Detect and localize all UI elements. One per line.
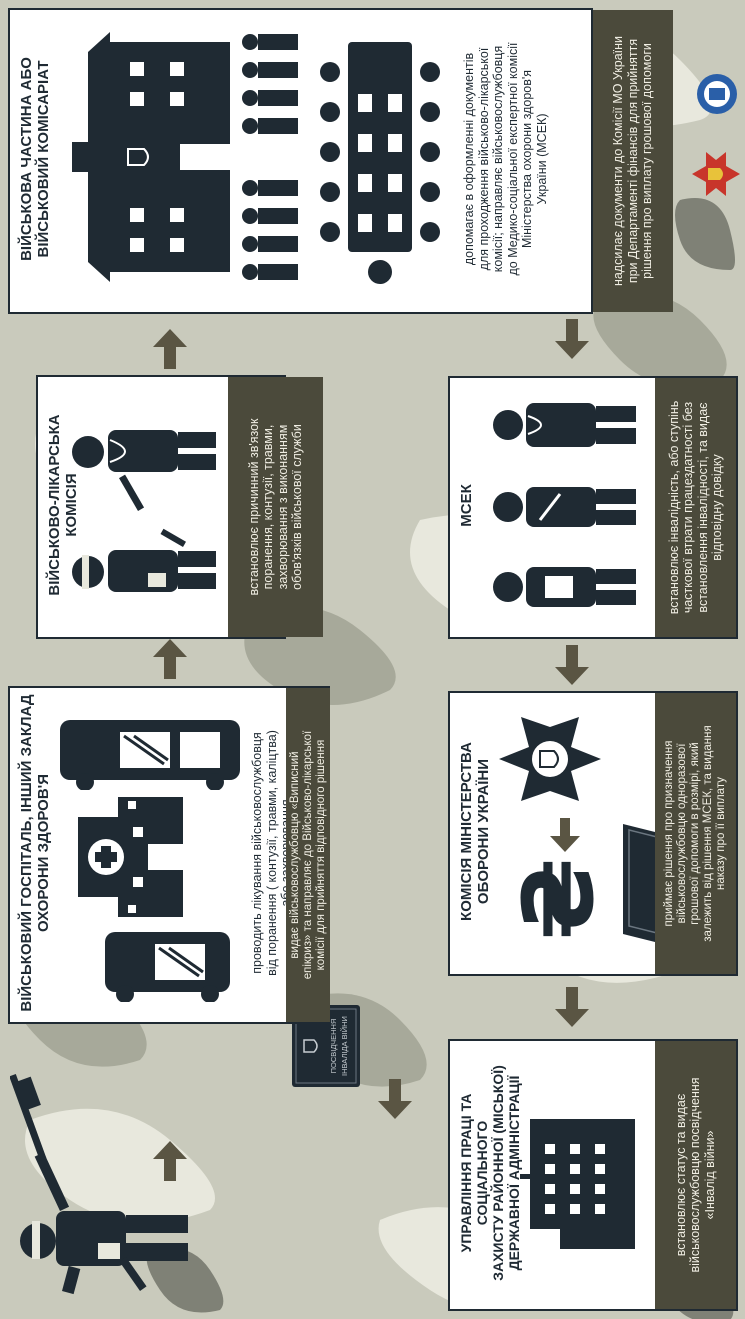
ambulance-icon xyxy=(50,710,250,790)
vlk-panel: встановлює причинний зв'язок поранення, … xyxy=(228,377,323,637)
social-title: УПРАВЛІННЯ ПРАЦІ ТА СОЦІАЛЬНОГО ЗАХИСТУ … xyxy=(458,1065,522,1281)
admin-building-icon xyxy=(520,1089,640,1259)
arrow-left-icon xyxy=(555,987,589,1027)
ambulance-icon xyxy=(95,922,245,1002)
arrow-left-icon xyxy=(550,818,580,852)
msek-panel: встановлює інвалідність, або ступінь час… xyxy=(655,378,736,637)
commissariat-title: ВІЙСЬКОВА ЧАСТИНА АБО ВІЙСЬКОВИЙ КОМІСАР… xyxy=(18,57,52,261)
soldiers-icon xyxy=(240,22,300,292)
commissariat-panel: надсилає документи до Комісії МО України… xyxy=(593,10,673,312)
arrow-left-icon xyxy=(555,319,589,359)
doctor-icon xyxy=(490,387,640,462)
mod-emblem-icon xyxy=(495,704,605,814)
hospital-panel: видає військовослужбовцю «Виписний епікр… xyxy=(286,688,330,1022)
hospital-icon xyxy=(58,792,188,922)
certificate-label-1: ПОСВІДЧЕННЯ xyxy=(329,1019,338,1074)
certificate-icon: ПОСВІДЧЕННЯ ІНВАЛІДА ВІЙНИ xyxy=(292,1005,360,1087)
hospital-title: ВІЙСЬКОВИЙ ГОСПІТАЛЬ, ІНШИЙ ЗАКЛАД ОХОРО… xyxy=(18,694,52,1012)
arrow-right-icon xyxy=(153,639,187,679)
arrow-left-icon xyxy=(378,1079,412,1119)
doctor-icon xyxy=(68,387,218,517)
ukrinform-logo xyxy=(695,64,739,124)
social-panel: встановлює статус та видає військовослуж… xyxy=(655,1041,736,1309)
wounded-soldier-icon xyxy=(10,1021,200,1311)
msek-title: МСЕК xyxy=(458,484,475,527)
arrow-right-icon xyxy=(153,329,187,369)
meeting-table-icon xyxy=(310,22,450,292)
commissariat-box: ВІЙСЬКОВА ЧАСТИНА АБО ВІЙСЬКОВИЙ КОМІСАР… xyxy=(8,8,593,314)
hryvnia-icon: ₴ xyxy=(500,854,610,944)
currency-symbol: ₴ xyxy=(503,858,610,941)
building-icon xyxy=(70,22,240,292)
ministry-title: КОМІСІЯ МІНІСТЕРСТВА ОБОРОНИ УКРАЇНИ xyxy=(458,742,492,921)
arrow-right-icon xyxy=(153,1141,187,1181)
commissariat-note: допомагає в оформленні документів для пр… xyxy=(462,42,549,276)
patient-icon xyxy=(490,472,640,542)
certificate-label-2: ІНВАЛІДА ВІЙНИ xyxy=(340,1016,349,1076)
bandaged-soldier-icon xyxy=(68,517,218,627)
ministry-box: КОМІСІЯ МІНІСТЕРСТВА ОБОРОНИ УКРАЇНИ ₴ xyxy=(448,691,738,976)
arrow-left-icon xyxy=(555,645,589,685)
vlk-box: ВІЙСЬКОВО-ЛІКАРСЬКА КОМІСІЯ xyxy=(36,375,286,639)
msek-box: МСЕК xyxy=(448,376,738,639)
ministry-panel: приймає рішення про призначення військов… xyxy=(655,693,736,974)
doctor-with-tablet-icon xyxy=(490,552,640,622)
social-box: УПРАВЛІННЯ ПРАЦІ ТА СОЦІАЛЬНОГО ЗАХИСТУ … xyxy=(448,1039,738,1311)
hospital-box: ВІЙСЬКОВИЙ ГОСПІТАЛЬ, ІНШИЙ ЗАКЛАД ОХОРО… xyxy=(8,686,330,1024)
mod-ukraine-logo xyxy=(690,144,740,204)
